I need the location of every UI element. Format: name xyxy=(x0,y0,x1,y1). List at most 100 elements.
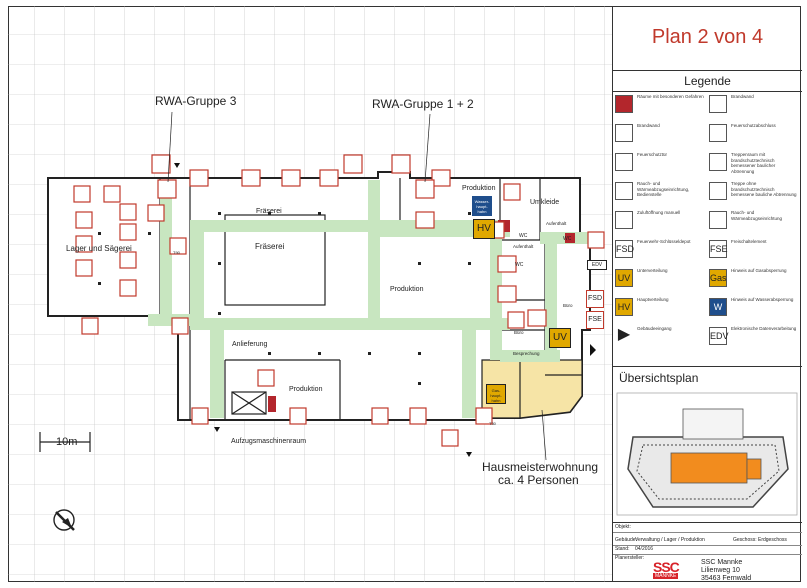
label-hausmeisterwohnung: Hausmeisterwohnung xyxy=(482,460,599,474)
legend-item: Treppe ohne brandschutztechnisch bemesse… xyxy=(707,180,801,204)
callout-lines xyxy=(167,111,547,461)
label-fraeserei-1: Fräserei xyxy=(256,208,282,215)
legend-text: Hauptverteilung xyxy=(637,297,669,302)
safety-symbols xyxy=(73,154,605,447)
label-t30: T30 xyxy=(489,421,496,426)
legend-symbol-icon: W xyxy=(709,298,727,316)
scale-bar xyxy=(39,432,91,452)
legend-text: Feuerschutzabschluss xyxy=(731,123,776,128)
legend-text: Hinweis auf Wasserabsperrung xyxy=(731,297,794,302)
legend-symbol-icon xyxy=(709,211,727,229)
legend-text: Unterverteilung xyxy=(637,268,668,273)
legend-symbol-icon: HV xyxy=(615,298,633,316)
label-besprechung: Besprechung xyxy=(513,351,540,356)
stand-label: Stand: xyxy=(615,546,630,552)
legend-symbol-icon: FSE xyxy=(709,240,728,258)
escape-routes xyxy=(148,180,588,418)
legend-item: Treppenraum mit brandschutztechnisch bem… xyxy=(707,151,801,175)
legend-symbol-icon xyxy=(709,95,727,113)
gebaeude-label: Gebäude: xyxy=(615,537,637,543)
label-aufzugsmaschinenraum: Aufzugsmaschinenraum xyxy=(231,438,307,445)
legend-text: Elektronische Datenverarbeitung xyxy=(731,326,797,331)
legend-text: Rauch- und Wärmeabzugseinrichtung, Bedie… xyxy=(637,181,690,197)
legend-item: ▶ Gebäudeeingang xyxy=(613,325,707,349)
legend-text: Freischaltelement xyxy=(731,239,767,244)
label-wc-1: WC xyxy=(519,233,528,239)
legend-symbol-icon: ▶ xyxy=(615,327,633,345)
label-aufenthalt-1: Aufenthalt xyxy=(546,221,567,226)
label-buero-1: Büro xyxy=(563,303,573,308)
legend-symbol-icon xyxy=(615,124,633,142)
legend-text: Gebäudeeingang xyxy=(637,326,672,331)
legend-text: Räume mit besonderen Gefahren xyxy=(637,94,704,99)
legend-item: Feuerschutzabschluss xyxy=(707,122,801,146)
stand-value: 04/2016 xyxy=(635,546,654,552)
overview-building xyxy=(670,452,748,484)
label-anlieferung: Anlieferung xyxy=(232,341,268,348)
label-scale: 10m xyxy=(56,436,78,448)
company-address: SSC Mannke Lilienweg 10 35463 Fernwald xyxy=(701,559,751,583)
legend-item: HV Hauptverteilung xyxy=(613,296,707,320)
label-produktion-3: Produktion xyxy=(289,386,323,393)
legend-text: Brandwand xyxy=(637,123,660,128)
gebaeude-value: Verwaltung / Lager / Produktion xyxy=(635,537,705,543)
company-city: 35463 Fernwald xyxy=(701,575,752,582)
plan-title: Plan 2 von 4 xyxy=(651,26,764,48)
label-lager: Lager und Sägerei xyxy=(66,244,132,253)
title-block: Plan 2 von 4 Legende Räume mit besondere… xyxy=(612,6,802,583)
entrance-arrows xyxy=(174,163,596,457)
label-wc-3: WC xyxy=(563,236,572,242)
legend-symbol-icon: EDV xyxy=(709,327,729,345)
label-aufenthalt-2: Aufenthalt xyxy=(513,244,534,249)
overview-panel: Übersichtsplan xyxy=(613,366,802,523)
legend-symbol-icon: Gas xyxy=(709,269,727,287)
company-name: SSC Mannke xyxy=(701,559,743,566)
legend-title: Legende xyxy=(613,71,802,92)
wasser-box: Wasser-haupt-hahn xyxy=(472,196,492,216)
edv-box: EDV xyxy=(587,260,607,270)
legend-symbol-icon xyxy=(615,153,633,171)
legend-symbol-icon xyxy=(709,153,727,171)
legend-symbol-icon: FSD xyxy=(615,240,634,258)
fse-box: FSE xyxy=(586,311,604,329)
company-street: Lilienweg 10 xyxy=(701,567,740,574)
gas-box-1: Gas-haupt-hahn xyxy=(486,384,506,404)
fsd-box: FSD xyxy=(586,290,604,308)
label-buero-2: Büro xyxy=(514,330,524,335)
legend-item: Zuluftöffnung manuell xyxy=(613,209,707,233)
legend-symbol-icon xyxy=(615,211,633,229)
legend-item: W Hinweis auf Wasserabsperrung xyxy=(707,296,801,320)
label-t90: T90 xyxy=(173,250,180,255)
legend-item: Rauch- und Wärmeabzugseinrichtung, Bedie… xyxy=(613,180,707,204)
label-rwa-group-1-2: RWA-Gruppe 1 + 2 xyxy=(372,97,474,111)
geschoss-label: Geschoss: xyxy=(733,537,757,543)
hv-box: HV xyxy=(473,219,495,239)
info-block: Objekt: Gebäude: Verwaltung / Lager / Pr… xyxy=(613,522,802,583)
legend-item: Räume mit besonderen Gefahren xyxy=(613,93,707,117)
legend-text: Treppenraum mit brandschutztechnisch bem… xyxy=(731,152,776,174)
floor-plan xyxy=(8,6,612,582)
legend-item: Brandwand xyxy=(613,122,707,146)
legend-text: Feuerschutztür xyxy=(637,152,668,157)
legend-symbol-icon xyxy=(615,182,633,200)
legend-item: Rauch- und Wärmeabzugseinrichtung xyxy=(707,209,801,233)
legend-text: Treppe ohne brandschutztechnisch bemesse… xyxy=(731,181,797,197)
uv-box: UV xyxy=(549,328,571,348)
legend-text: Rauch- und Wärmeabzugseinrichtung xyxy=(731,210,783,221)
legend-symbol-icon xyxy=(709,182,727,200)
overview-map xyxy=(616,392,798,516)
label-rwa-group-3: RWA-Gruppe 3 xyxy=(155,94,237,108)
legend-text: Zuluftöffnung manuell xyxy=(637,210,681,215)
label-umkleide: Umkleide xyxy=(530,199,560,206)
label-hausmeister-persons: ca. 4 Personen xyxy=(498,473,579,487)
label-produktion-2: Produktion xyxy=(390,286,424,293)
objekt-label: Objekt: xyxy=(615,524,631,530)
planersteller-label: Planersteller: xyxy=(615,555,645,561)
overview-title: Übersichtsplan xyxy=(619,371,699,385)
